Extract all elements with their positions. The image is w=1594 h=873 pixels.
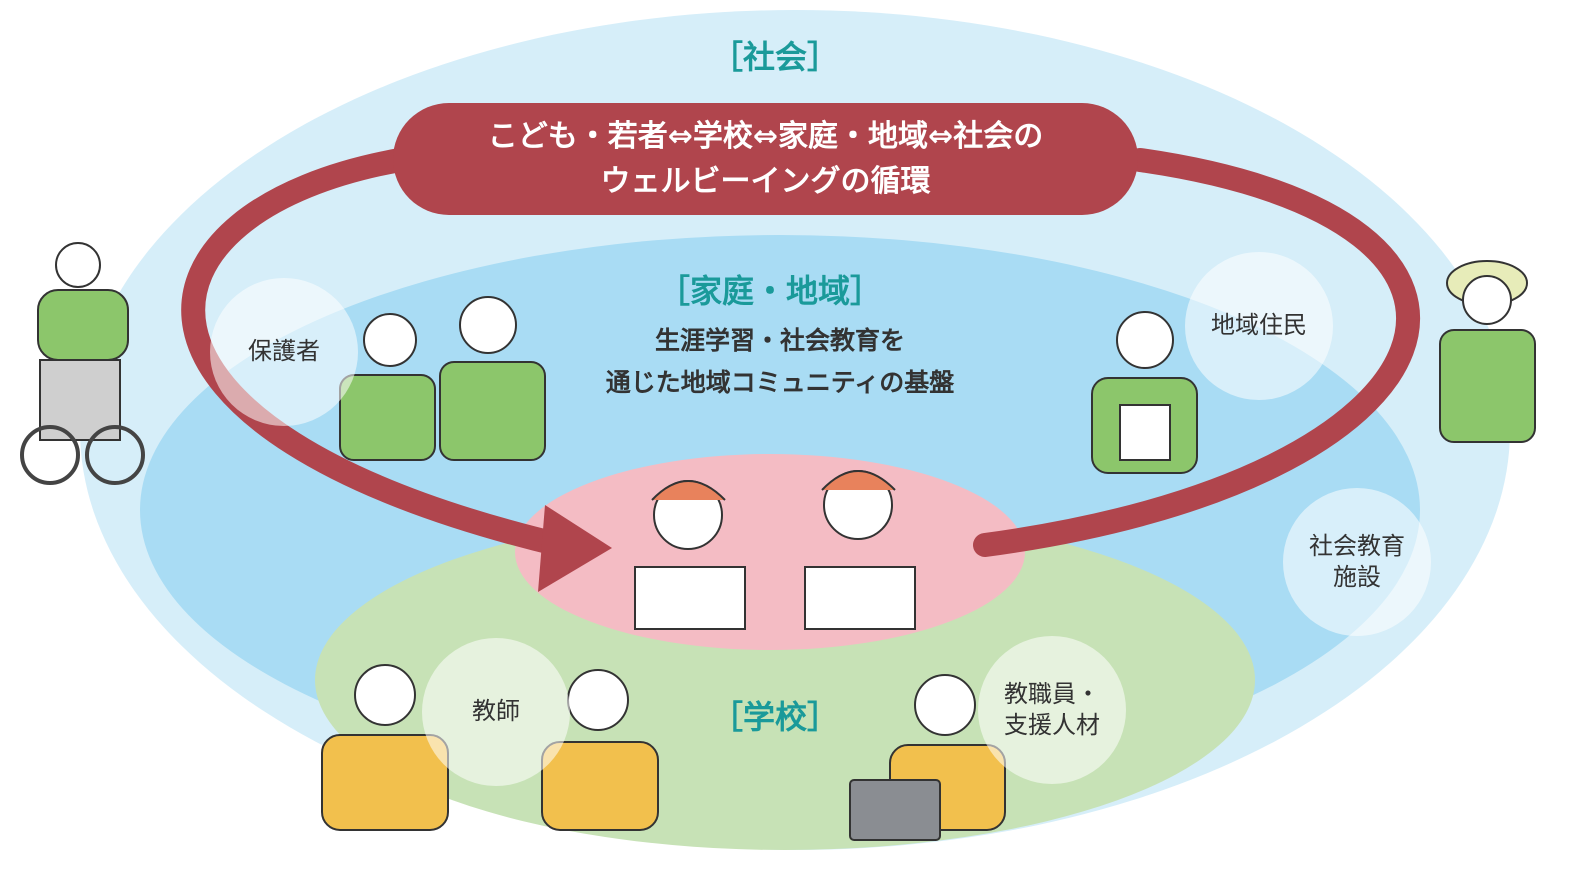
staff-label-line-2: 支援人材 — [1004, 711, 1100, 739]
banner-line-2: ウェルビーイングの循環 — [600, 164, 931, 199]
family-community-description: 生涯学習・社会教育を 通じた地域コミュニティの基盤 — [520, 320, 1040, 404]
description-line-2: 通じた地域コミュニティの基盤 — [605, 368, 955, 397]
description-line-1: 生涯学習・社会教育を — [654, 326, 905, 355]
teachers-icon — [321, 664, 659, 831]
resident-bubble: 地域住民 — [1185, 252, 1333, 400]
cycle-arrow — [181, 148, 572, 557]
children-reading-icon — [634, 470, 916, 630]
resident-icon — [1091, 311, 1198, 474]
teacher-label: 教師 — [472, 697, 520, 726]
staff-icon — [849, 674, 1006, 841]
wellbeing-cycle-banner: こども・若者⇔学校⇔家庭・地域⇔社会の ウェルビーイングの循環 — [393, 103, 1138, 215]
family-community-title: ［家庭・地域］ — [657, 272, 882, 310]
banner-line-1: こども・若者⇔学校⇔家庭・地域⇔社会の — [487, 119, 1044, 154]
parents-icon — [339, 296, 546, 461]
cycle-arrow-right — [973, 148, 1421, 557]
guardian-label: 保護者 — [248, 337, 320, 366]
staff-bubble: 教職員・ 支援人材 — [978, 636, 1126, 784]
facility-bubble: 社会教育 施設 — [1283, 488, 1431, 636]
society-title: ［社会］ — [710, 38, 839, 76]
staff-label-line-1: 教職員・ — [1004, 679, 1100, 708]
resident-label: 地域住民 — [1211, 311, 1307, 340]
teacher-bubble: 教師 — [422, 638, 570, 786]
facility-label-line-2: 施設 — [1333, 563, 1381, 591]
cycle-arrowhead — [538, 505, 612, 592]
facility-label-line-1: 社会教育 — [1309, 531, 1405, 560]
guardian-bubble: 保護者 — [210, 278, 358, 426]
elderly-person-wheelchair-icon — [20, 242, 145, 485]
school-title: ［学校］ — [710, 698, 839, 736]
farmer-icon — [1439, 260, 1536, 443]
